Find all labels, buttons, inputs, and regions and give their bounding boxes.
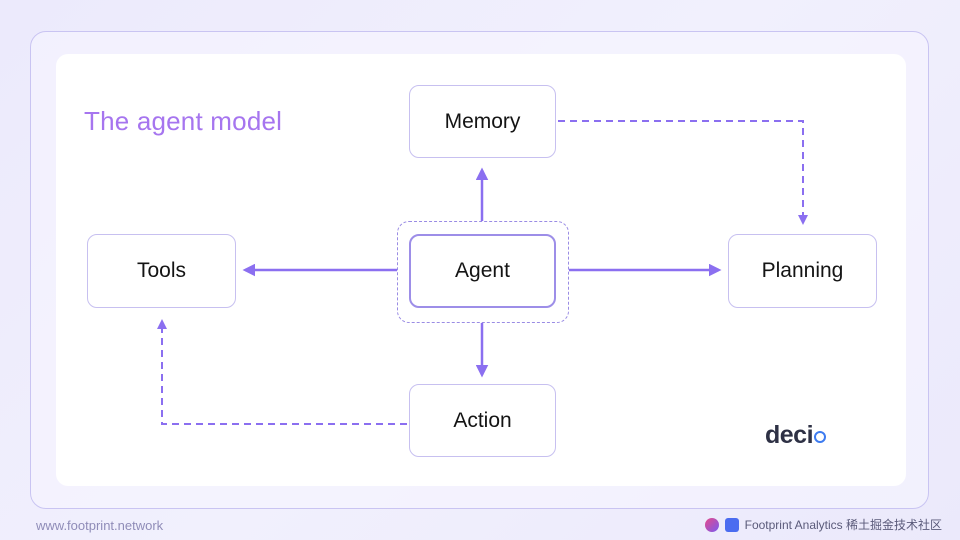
agent-dashed-frame	[397, 221, 569, 323]
node-memory-label: Memory	[444, 109, 521, 133]
deci-logo: deci	[765, 421, 827, 450]
partner-text: Footprint Analytics 稀土掘金技术社区	[744, 518, 942, 532]
deci-logo-dot-icon	[814, 431, 827, 443]
edge-memory-planning	[558, 120, 808, 225]
juejin-logo-icon	[724, 517, 739, 532]
node-action-label: Action	[453, 408, 512, 432]
footprint-logo-icon	[704, 517, 719, 532]
node-action: Action	[409, 384, 556, 457]
footer-url[interactable]: www.footprint.network	[36, 518, 164, 533]
node-tools-label: Tools	[136, 259, 187, 282]
partner-logos: Footprint Analytics 稀土掘金技术社区	[704, 516, 942, 533]
edge-action-tools	[157, 319, 407, 425]
node-memory: Memory	[409, 85, 556, 158]
node-planning-label: Planning	[761, 259, 844, 282]
node-agent-label: Agent	[455, 259, 510, 282]
deci-logo-text: deci	[765, 421, 814, 449]
node-tools: Tools	[87, 234, 236, 308]
diagram-title: The agent model	[84, 106, 283, 136]
node-agent: Agent	[409, 234, 556, 308]
node-planning: Planning	[728, 234, 877, 308]
